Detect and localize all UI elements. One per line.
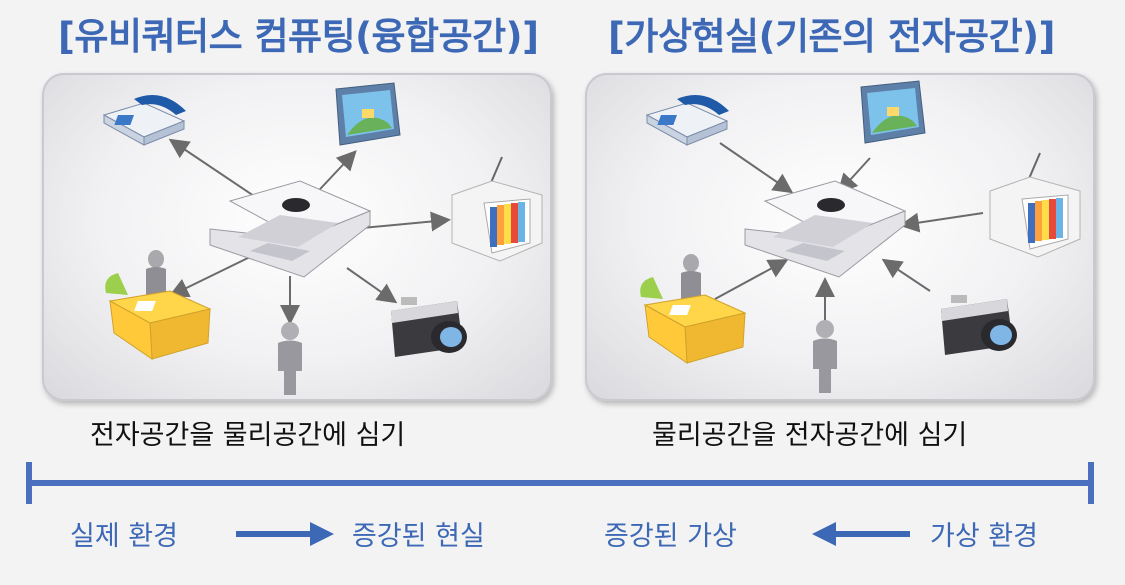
person-icon — [278, 322, 302, 395]
laptop-icon — [744, 180, 907, 278]
axis-label-augmented-reality: 증강된 현실 — [352, 521, 485, 552]
arrow-to-tv — [361, 211, 451, 232]
right-diagram-panel — [585, 73, 1095, 401]
monitor-icon — [335, 82, 401, 146]
axis-label-augmented-virtuality: 증강된 가상 — [604, 521, 737, 552]
desk-person-icon — [640, 254, 747, 364]
desk-person-icon — [105, 250, 212, 360]
arrow-to-phone — [168, 138, 258, 199]
right-caption: 물리공간을 전자공간에 심기 — [652, 420, 968, 451]
arrow-to-desk — [168, 255, 253, 297]
axis-label-virtual-environment: 가상 환경 — [930, 521, 1038, 552]
arrow-from-phone — [719, 142, 794, 194]
axis-right-cap — [1088, 462, 1094, 504]
tv-icon — [989, 152, 1081, 258]
person-icon — [813, 320, 837, 393]
axis-label-real-environment: 실제 환경 — [70, 521, 178, 552]
arrow-to-camera — [346, 267, 398, 304]
continuum-axis-line — [30, 480, 1092, 486]
arrow-from-tv — [899, 212, 984, 233]
left-diagram-panel — [42, 73, 552, 401]
telephone-icon — [645, 95, 729, 146]
camera-icon — [391, 297, 467, 357]
right-arrow-icon — [236, 522, 334, 546]
camera-icon — [941, 295, 1017, 355]
right-title: [가상현실(기존의 전자공간)] — [608, 15, 1055, 58]
left-title: [유비쿼터스 컴퓨팅(융합공간)] — [58, 15, 539, 58]
arrow-from-camera — [881, 258, 931, 292]
axis-left-cap — [26, 462, 32, 504]
arrow-from-desk — [714, 259, 789, 300]
left-arrow-icon — [812, 522, 910, 546]
monitor-icon — [860, 80, 926, 144]
tv-icon — [451, 156, 543, 262]
laptop-icon — [209, 180, 372, 278]
left-caption: 전자공간을 물리공간에 심기 — [90, 420, 406, 451]
telephone-icon — [102, 95, 186, 146]
